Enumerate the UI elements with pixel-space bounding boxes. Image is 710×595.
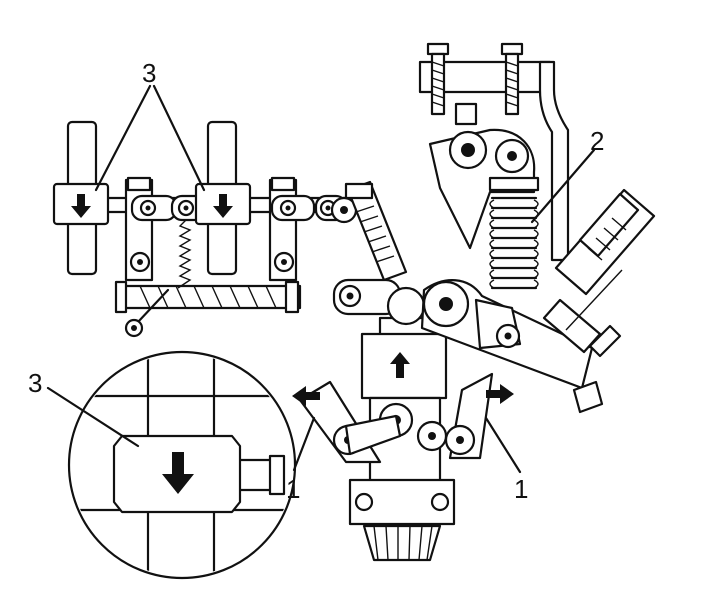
arrow-down-icon xyxy=(71,194,91,218)
top-bracket xyxy=(418,42,570,262)
arrow-left-icon xyxy=(292,386,320,406)
stop-block-left xyxy=(52,182,110,226)
lever-left xyxy=(292,380,402,464)
callout-2: 2 xyxy=(590,126,604,156)
bracket-left xyxy=(124,176,154,282)
diagonal-link xyxy=(344,180,408,282)
arrow-up-icon xyxy=(390,352,410,378)
tension-spring-small xyxy=(124,219,192,338)
threaded-rod xyxy=(114,280,302,314)
callout-3-top: 3 xyxy=(142,58,156,88)
stop-block-middle xyxy=(194,182,252,226)
compression-spring xyxy=(488,176,540,290)
magnified-inset xyxy=(67,350,297,580)
arrow-down-icon xyxy=(162,452,194,494)
bottom-connector xyxy=(348,478,456,562)
arrow-down-icon xyxy=(213,194,233,218)
inclined-actuator xyxy=(542,188,656,414)
bracket-right xyxy=(268,176,298,282)
main-pivot-arm xyxy=(332,278,594,390)
lever-right xyxy=(444,372,514,460)
leader-lines xyxy=(46,84,596,474)
callout-1-right: 1 xyxy=(514,474,528,504)
callout-1-left: 1 xyxy=(286,474,300,504)
rocker-body xyxy=(428,102,536,250)
arrow-right-icon xyxy=(486,384,514,404)
callout-3-inset: 3 xyxy=(28,368,42,398)
